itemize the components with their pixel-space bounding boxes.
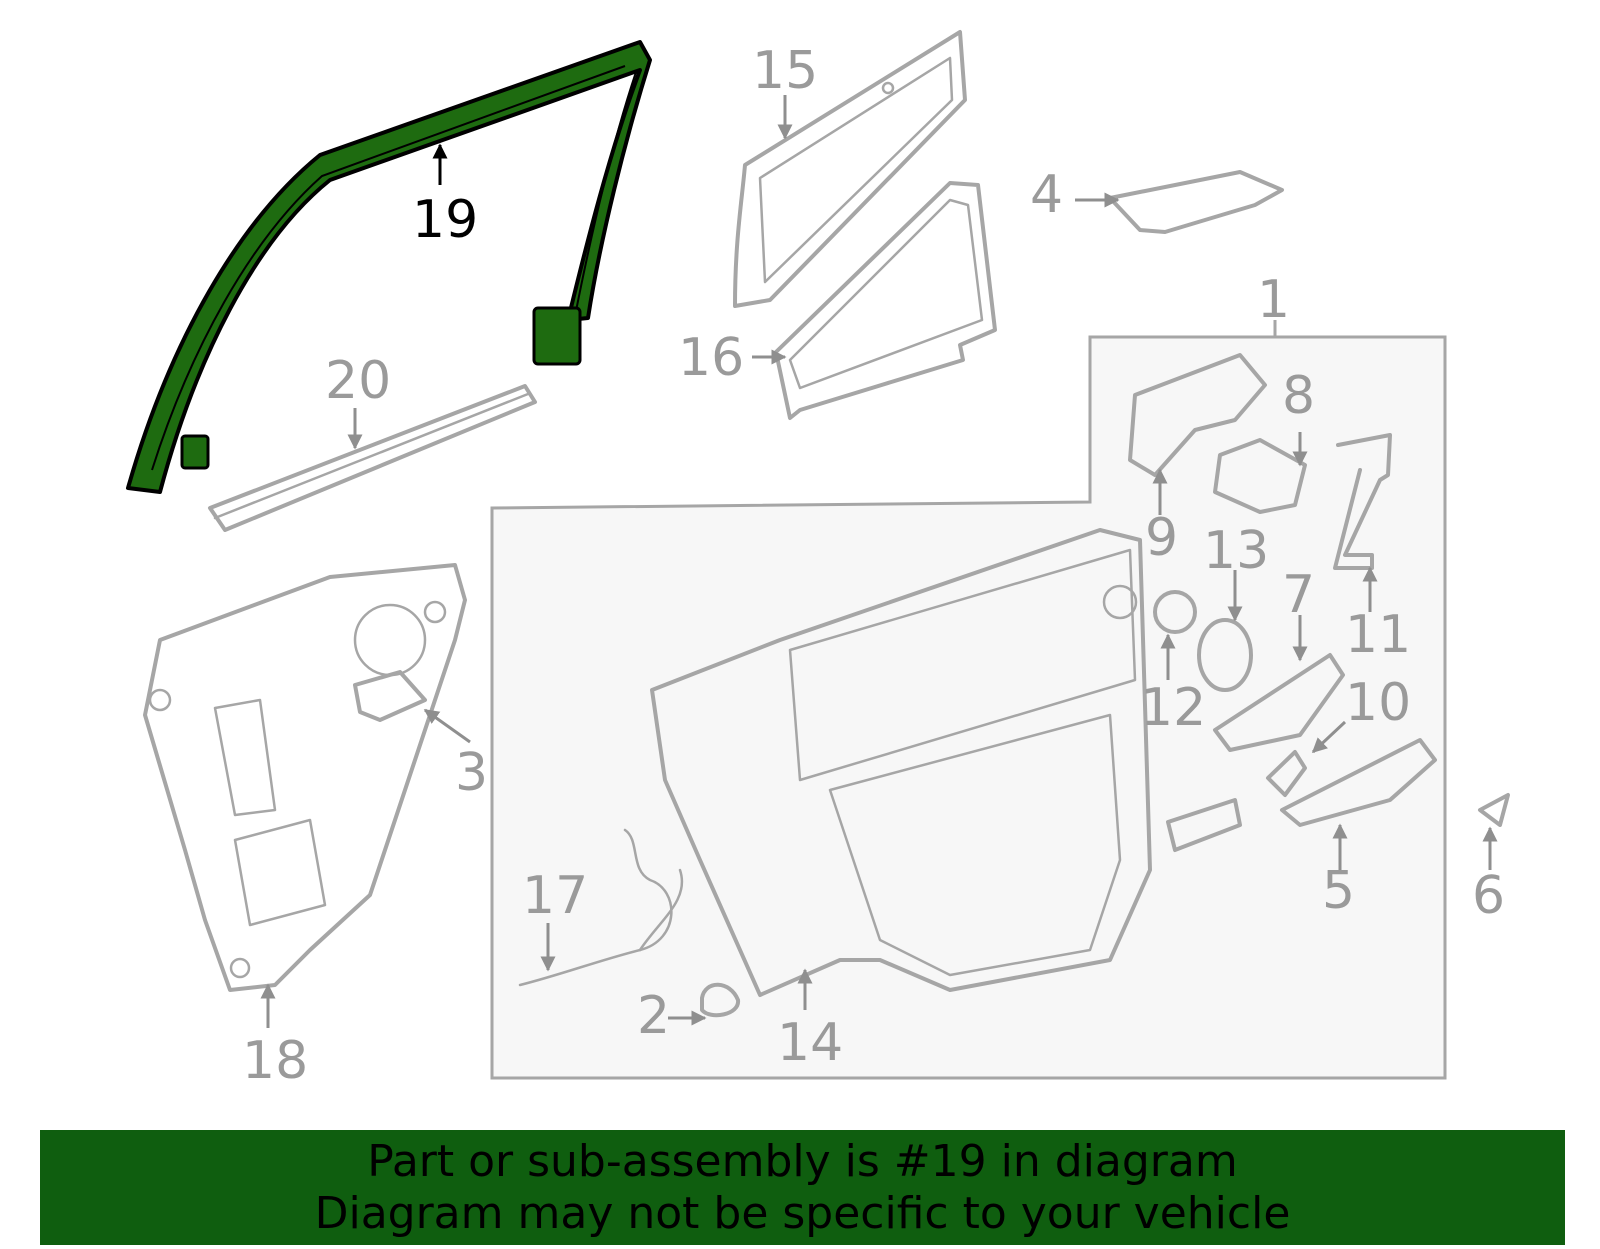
part-15-seal[interactable]: [733, 30, 967, 308]
callout-15: 15: [752, 41, 818, 101]
callout-14: 14: [777, 1013, 843, 1073]
part-5-inside-handle[interactable]: [1280, 738, 1437, 827]
assembly-1-box: [490, 335, 1447, 1080]
callout-18: 18: [242, 1031, 308, 1091]
part-12-speaker[interactable]: [1153, 590, 1197, 634]
part-8-handle-housing[interactable]: [1213, 438, 1307, 514]
part-16-seal[interactable]: [774, 181, 997, 420]
part-4-trim-piece[interactable]: [1108, 170, 1284, 234]
callout-10: 10: [1345, 673, 1411, 733]
pull-cup: [1166, 798, 1242, 852]
callout-1: 1: [1257, 270, 1290, 330]
banner-line-part: Part or sub-assembly is #19 in diagram: [367, 1135, 1238, 1187]
callout-6: 6: [1472, 866, 1505, 926]
part-7-handle-bezel[interactable]: [1213, 653, 1345, 752]
callout-4: 4: [1030, 165, 1063, 225]
callout-2: 2: [637, 986, 670, 1046]
part-9-bezel[interactable]: [1128, 353, 1267, 477]
part-20-belt-molding[interactable]: [208, 384, 537, 532]
callout-9: 9: [1145, 508, 1178, 568]
part-11-rod[interactable]: [1333, 433, 1392, 570]
callout-7: 7: [1282, 565, 1315, 625]
callout-17: 17: [522, 866, 588, 926]
callout-3: 3: [455, 743, 488, 803]
callout-13: 13: [1203, 521, 1269, 581]
callout-20: 20: [325, 351, 391, 411]
callout-5: 5: [1322, 861, 1355, 921]
part-14-trim-panel[interactable]: [650, 528, 1152, 997]
callout-11: 11: [1345, 605, 1411, 665]
part-2-bumper[interactable]: [700, 982, 740, 1018]
part-3-bracket[interactable]: [353, 670, 427, 722]
part-19-window-channel[interactable]: [126, 40, 652, 494]
part-17-wiring-harness[interactable]: [518, 828, 684, 987]
leader-arrows: [260, 95, 1498, 1028]
callout-19: 19: [412, 190, 478, 250]
part-13-grille[interactable]: [1197, 618, 1253, 692]
banner-line-disclaimer: Diagram may not be specific to your vehi…: [314, 1187, 1291, 1239]
callout-12: 12: [1140, 678, 1206, 738]
callout-labels: 1 2 3 4 5 6 7 8 9 10 11 12 13 14 15 16 1…: [242, 41, 1505, 1091]
callout-8: 8: [1282, 366, 1315, 426]
part-6-cap[interactable]: [1478, 793, 1510, 827]
info-banner: Part or sub-assembly is #19 in diagram D…: [40, 1130, 1565, 1245]
callout-16: 16: [678, 328, 744, 388]
part-18-module-panel[interactable]: [143, 563, 467, 992]
part-10-switch[interactable]: [1266, 750, 1307, 797]
